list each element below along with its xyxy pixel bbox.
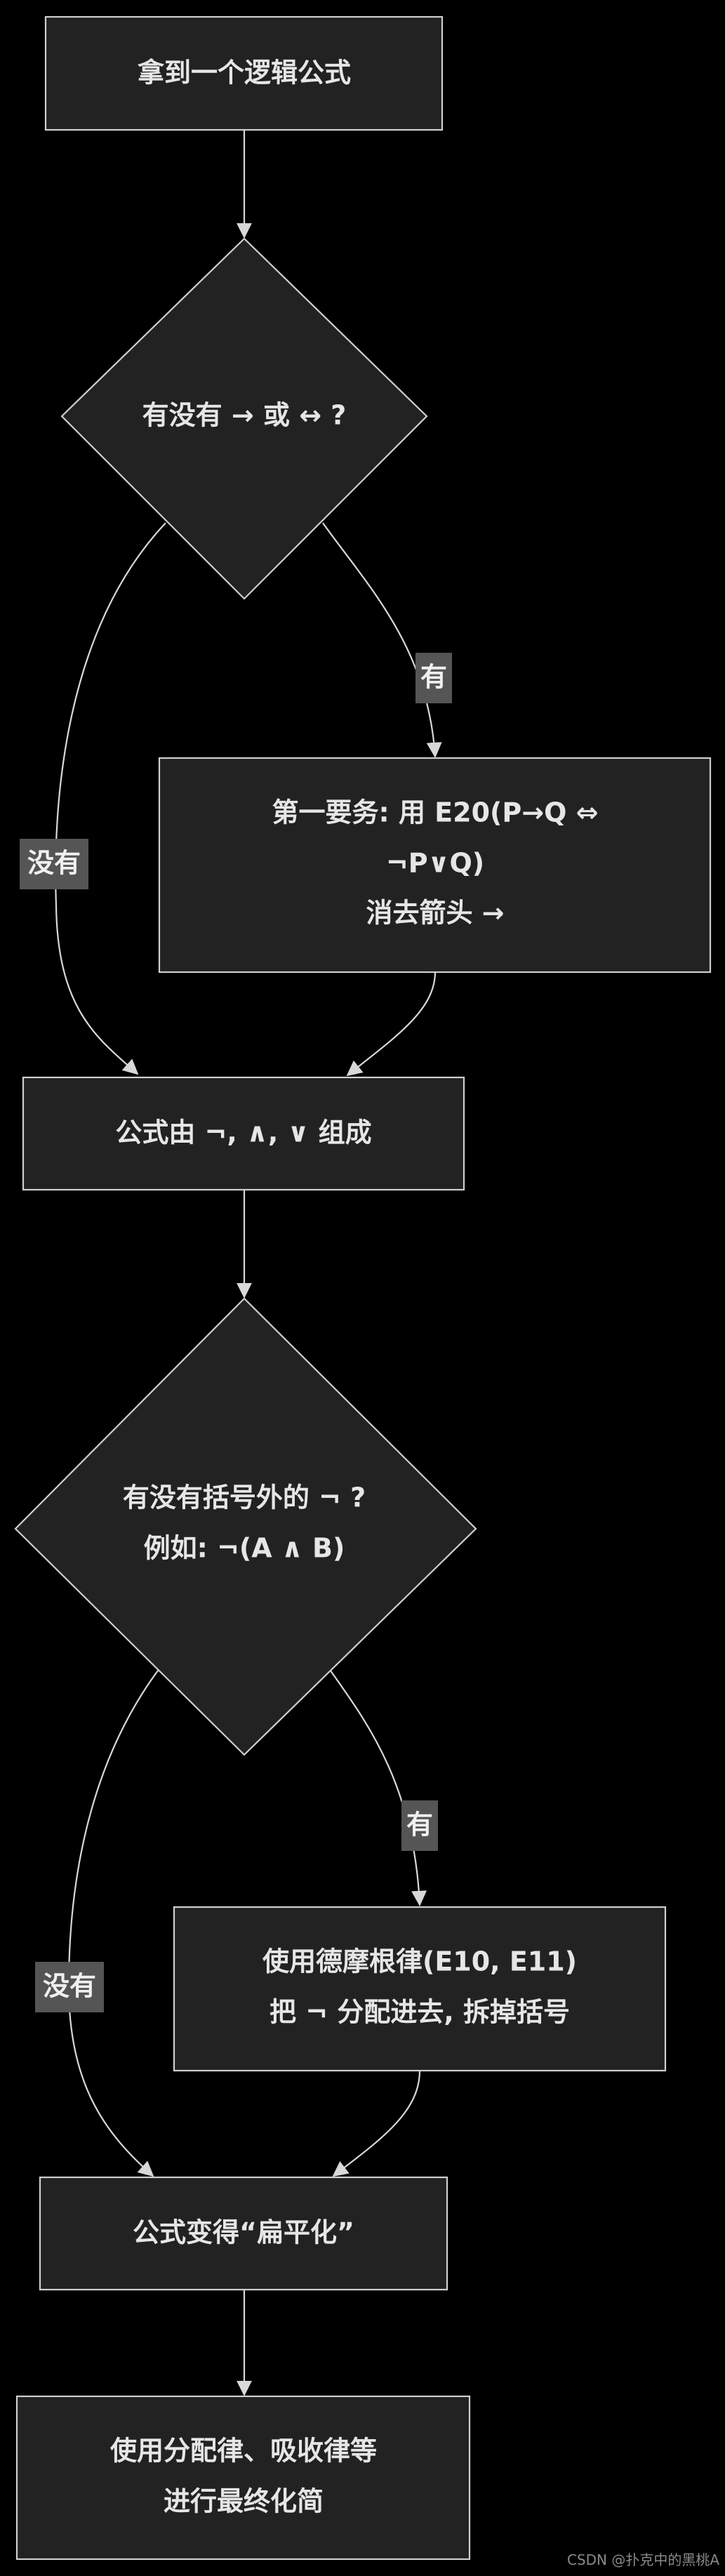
node-decision2: 有没有括号外的 ¬ ? 例如: ¬(A ∧ B) xyxy=(14,1297,477,1756)
edge-label-d2-yes: 有 xyxy=(401,1800,438,1851)
edge-decision1-yes-to-step1 xyxy=(322,522,442,758)
watermark: CSDN @扑克中的黑桃A xyxy=(566,2551,719,2568)
edge-decision1-no-to-formula1 xyxy=(55,522,166,1075)
node-step2-line-1: 使用德摩根律(E10, E11) xyxy=(262,1946,577,1977)
edge-decision2-no-to-formula2 xyxy=(67,1667,161,2177)
node-start-line-1: 拿到一个逻辑公式 xyxy=(138,58,351,88)
edge-label-d1-yes: 有 xyxy=(415,653,452,703)
node-step1-line-2: ¬P∨Q) xyxy=(386,848,484,879)
node-end: 使用分配律、吸收律等 进行最终化简 xyxy=(15,2395,471,2561)
edge-label-d1-no-text: 没有 xyxy=(27,848,81,879)
edge-label-d2-yes-text: 有 xyxy=(406,1810,433,1840)
edge-label-d1-yes-text: 有 xyxy=(420,662,447,693)
node-step2-line-2: 把 ¬ 分配进去, 拆掉括号 xyxy=(270,1997,570,2028)
node-step2: 使用德摩根律(E10, E11) 把 ¬ 分配进去, 拆掉括号 xyxy=(173,1906,667,2072)
node-step1-line-1: 第一要务: 用 E20(P→Q ⇔ xyxy=(272,797,599,828)
node-step1: 第一要务: 用 E20(P→Q ⇔ ¬P∨Q) 消去箭头 → xyxy=(158,757,712,974)
node-formula2-line-1: 公式变得“扁平化” xyxy=(133,2217,354,2248)
node-end-line-1: 使用分配律、吸收律等 xyxy=(110,2436,377,2467)
edge-label-d1-no: 没有 xyxy=(20,839,88,889)
node-decision1: 有没有 → 或 ↔ ? xyxy=(60,237,428,600)
edge-label-d2-no-text: 没有 xyxy=(43,1971,96,2002)
node-formula1: 公式由 ¬, ∧, ∨ 组成 xyxy=(22,1076,465,1191)
node-decision1-line-1: 有没有 → 或 ↔ ? xyxy=(142,400,347,431)
edge-step2-to-formula2 xyxy=(332,2070,421,2177)
node-step1-line-3: 消去箭头 → xyxy=(366,898,504,929)
edge-decision2-yes-to-step2 xyxy=(328,1667,427,1906)
node-formula2: 公式变得“扁平化” xyxy=(39,2176,448,2291)
node-start: 拿到一个逻辑公式 xyxy=(44,15,444,131)
node-formula1-line-1: 公式由 ¬, ∧, ∨ 组成 xyxy=(115,1117,371,1148)
node-decision2-line-2: 例如: ¬(A ∧ B) xyxy=(144,1533,345,1564)
node-end-line-2: 进行最终化简 xyxy=(164,2486,324,2517)
edge-label-d2-no: 没有 xyxy=(35,1962,104,2012)
edge-step1-to-formula1 xyxy=(346,971,437,1077)
node-decision2-line-1: 有没有括号外的 ¬ ? xyxy=(123,1482,366,1513)
